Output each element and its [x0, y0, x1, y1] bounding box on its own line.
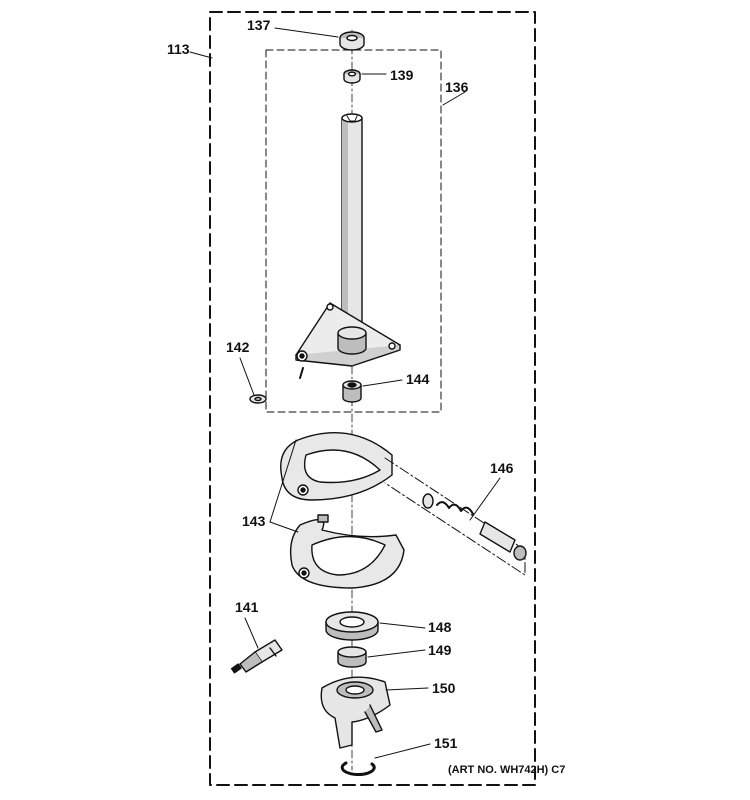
callout-144: 144: [406, 371, 430, 387]
brake-half-upper-143: [280, 432, 393, 501]
art-number: (ART NO. WH742H) C7: [448, 764, 566, 776]
callout-150: 150: [432, 680, 456, 696]
assembly-boundary-113: [209, 11, 536, 786]
bushing-149: [337, 646, 367, 668]
retainer-148: [325, 611, 379, 641]
shaft-136: [341, 113, 363, 334]
callout-142: 142: [226, 339, 250, 355]
callout-146: 146: [490, 460, 514, 476]
callout-141: 141: [235, 599, 259, 615]
callout-139: 139: [390, 67, 414, 83]
leader-lines: [189, 27, 501, 759]
callout-151: 151: [434, 735, 458, 751]
grease-tube-141: [230, 639, 283, 674]
callout-137: 137: [247, 17, 271, 33]
clip-142: [249, 394, 267, 404]
mounting-plate: [295, 302, 401, 379]
callout-148: 148: [428, 619, 452, 635]
callout-136: 136: [445, 79, 469, 95]
brake-lever-150: [320, 676, 391, 749]
bearing-139: [343, 69, 361, 84]
callout-143: 143: [242, 513, 266, 529]
callout-149: 149: [428, 642, 452, 658]
brake-half-lower-143: [289, 514, 405, 589]
coupling-144: [342, 380, 362, 403]
seal-137: [339, 31, 365, 51]
callout-113: 113: [167, 41, 190, 57]
spring-assembly-146: [384, 457, 527, 576]
snap-ring-151: [340, 761, 376, 777]
